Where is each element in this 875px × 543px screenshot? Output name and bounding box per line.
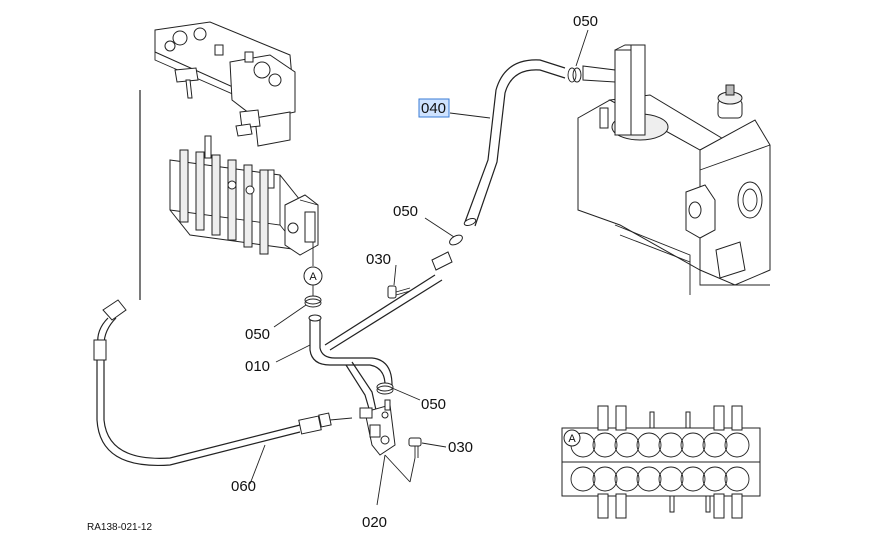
- hose-010: [308, 251, 453, 413]
- clamp-050-lower: [376, 382, 394, 395]
- control-valve-stack: [169, 135, 319, 266]
- svg-text:A: A: [309, 271, 317, 283]
- inset-valve-view: A: [561, 405, 761, 519]
- part-label-040[interactable]: 040: [421, 100, 446, 117]
- top-valve-block: [154, 21, 296, 147]
- part-label-050[interactable]: 050: [421, 396, 446, 413]
- part-label-040-highlight: [418, 98, 450, 118]
- diagram-reference-code: RA138-021-12: [87, 522, 152, 533]
- bolt-030-upper: [387, 285, 411, 299]
- callout-a-marker: A: [303, 266, 323, 296]
- part-label-030[interactable]: 030: [448, 439, 473, 456]
- part-label-050[interactable]: 050: [573, 13, 598, 30]
- bracket-020: [359, 399, 396, 456]
- hose-060: [93, 90, 353, 467]
- leader-lines: [249, 29, 589, 506]
- part-label-050[interactable]: 050: [393, 203, 418, 220]
- svg-text:A: A: [568, 433, 576, 445]
- hose-040: [463, 59, 616, 227]
- clamp-050-top: [567, 67, 582, 83]
- bolt-030-lower: [408, 437, 422, 458]
- part-labels: 050 040 050 030 050 010 050 030 060 020: [231, 13, 598, 531]
- part-label-060[interactable]: 060: [231, 478, 256, 495]
- part-label-010[interactable]: 010: [245, 358, 270, 375]
- clamp-050-left: [304, 295, 322, 308]
- part-label-050[interactable]: 050: [245, 326, 270, 343]
- part-label-030[interactable]: 030: [366, 251, 391, 268]
- hydraulic-tank: [577, 44, 771, 295]
- part-label-020[interactable]: 020: [362, 514, 387, 531]
